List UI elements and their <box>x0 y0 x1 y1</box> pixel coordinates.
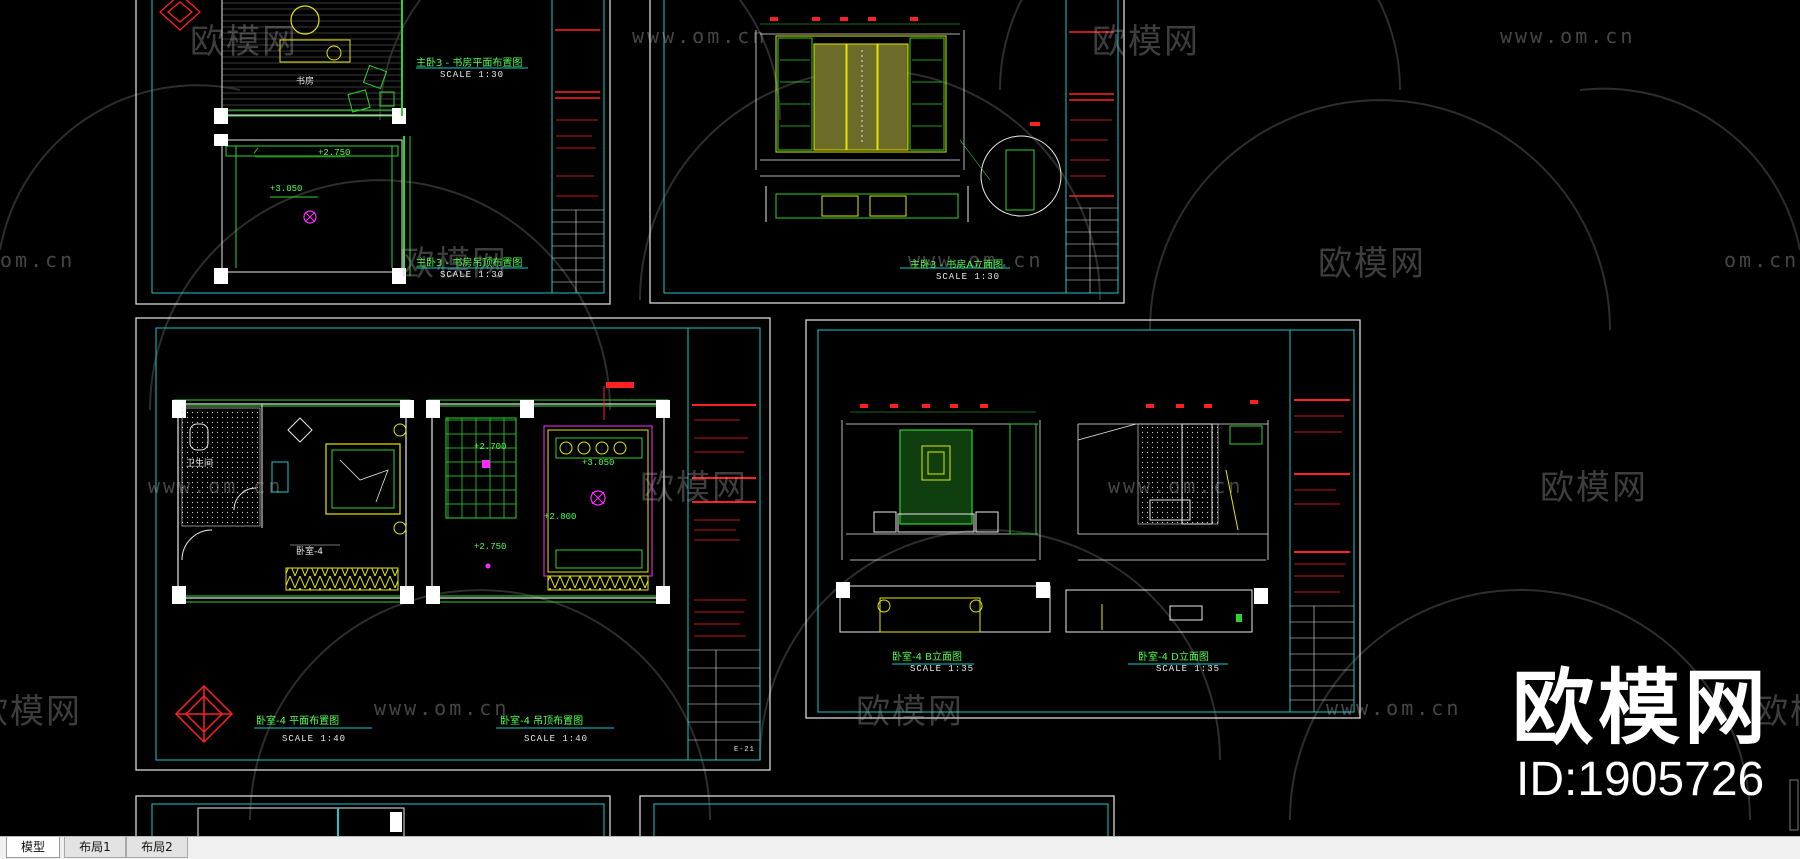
tab-model[interactable]: 模型 <box>6 837 60 858</box>
watermark-brand-partial: 欧模网 <box>1754 692 1800 732</box>
watermark-url-partial: om.cn <box>0 248 76 272</box>
watermark-url: www.om.cn <box>374 696 510 720</box>
watermark-brand: 欧模网 <box>856 692 964 732</box>
elevation-title-bedroom-d: 卧室-4 D立面图 <box>1138 652 1209 663</box>
room-label-bedroom: 卧室-4 <box>296 547 323 557</box>
elevation-mark: +2.700 <box>474 442 507 452</box>
elevation-mark: +2.750 <box>318 148 351 158</box>
watermark-url: www.om.cn <box>908 248 1044 272</box>
sheet-bottom-left <box>135 795 611 836</box>
watermark-url-partial: om.cn <box>1724 248 1800 272</box>
model-space-canvas[interactable]: 欧模网 www.om.cn 欧模网 www.om.cn om.cn 欧模网 ww… <box>0 0 1800 836</box>
watermark-brand: 欧模网 <box>640 468 748 508</box>
sheet-top-middle <box>649 0 1125 304</box>
scale-label: SCALE 1:40 <box>282 734 347 744</box>
scale-label: SCALE 1:30 <box>936 272 1001 282</box>
watermark-url: www.om.cn <box>1500 24 1636 48</box>
sheet-top-left <box>135 0 611 305</box>
plan-title-bedroom: 卧室-4 平面布置图 <box>256 716 340 727</box>
watermark-brand: 欧模网 <box>1318 244 1426 284</box>
overlay-brand: 欧模网 <box>1512 661 1771 756</box>
elevation-title-study-a: 主卧3 - 书房A立面图 <box>910 260 1004 271</box>
watermark-url: www.om.cn <box>1326 696 1462 720</box>
scale-label: SCALE 1:35 <box>1156 664 1221 674</box>
sheet-mid-left <box>135 317 771 771</box>
watermark-brand: 欧模网 <box>190 22 298 62</box>
watermark-url: www.om.cn <box>1108 474 1244 498</box>
scale-label: SCALE 1:30 <box>440 270 505 280</box>
tab-layout-2[interactable]: 布局2 <box>126 837 188 858</box>
room-label-study: 书房 <box>296 77 315 87</box>
elevation-mark: +3.050 <box>582 458 615 468</box>
watermark-brand-partial: 欧模网 <box>0 692 82 732</box>
ceiling-title-bedroom: 卧室-4 吊顶布置图 <box>500 716 584 727</box>
elevation-mark: +2.800 <box>544 512 577 522</box>
scale-label: SCALE 1:40 <box>524 734 589 744</box>
elevation-mark: +2.750 <box>474 542 507 552</box>
sheet-bottom-middle <box>639 795 1115 836</box>
room-label-bath: 卫生间 <box>186 459 214 469</box>
overlay-id: ID:1905726 <box>1516 753 1765 806</box>
sheet-mid-right <box>805 319 1361 719</box>
scale-label: SCALE 1:35 <box>910 664 975 674</box>
watermark-brand: 欧模网 <box>1540 468 1648 508</box>
elevation-title-bedroom-b: 卧室-4 B立面图 <box>892 652 963 663</box>
layout-tab-bar: 模型 布局1 布局2 <box>0 836 1800 859</box>
watermark-brand: 欧模网 <box>1092 22 1200 62</box>
watermark-url: www.om.cn <box>148 474 284 498</box>
elevation-mark: +3.050 <box>270 184 303 194</box>
ceiling-title-study: 主卧3 - 书房吊顶布置图 <box>416 258 523 269</box>
tab-layout-1[interactable]: 布局1 <box>64 837 126 858</box>
watermark-brand: 欧模网 <box>400 244 508 284</box>
plan-title-study: 主卧3 - 书房平面布置图 <box>416 58 523 69</box>
sheet-number: E-21 <box>734 746 755 754</box>
scale-label: SCALE 1:30 <box>440 70 505 80</box>
cad-drawing-layer <box>0 0 1800 836</box>
watermark-url: www.om.cn <box>632 24 768 48</box>
